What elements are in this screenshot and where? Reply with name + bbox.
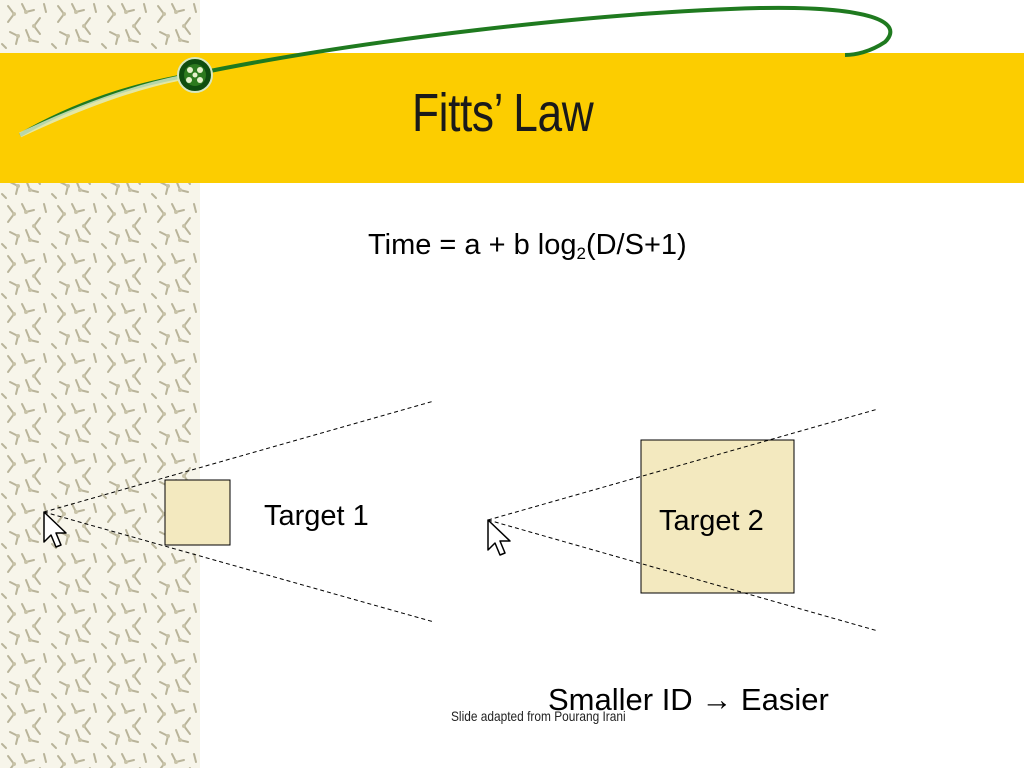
cone-line-upper-1 [43, 400, 435, 513]
target-2-label: Target 2 [659, 505, 764, 537]
credit-footnote: Slide adapted from Pourang Irani [451, 708, 626, 724]
formula-suffix: (D/S+1) [585, 229, 687, 261]
cone-line-lower-1 [43, 511, 435, 623]
target-1-label: Target 1 [264, 500, 369, 532]
fitts-formula: Time = a + b log2(D/S+1) [368, 229, 687, 264]
target-2-box [640, 439, 795, 594]
cursor-icon [43, 511, 67, 548]
title-band [0, 53, 1024, 183]
cursor-icon [487, 519, 511, 556]
swoosh-decoration [18, 5, 893, 138]
cone-line-upper-2 [487, 408, 879, 521]
cone-line-lower-2 [487, 519, 879, 632]
globe-icon [177, 57, 213, 93]
formula-prefix: Time = a + b log [368, 229, 577, 261]
conclusion-text: Smaller ID → Easier [548, 682, 829, 717]
target-1-box [164, 479, 231, 546]
formula-subscript: 2 [576, 244, 586, 263]
slide-title: Fitts’ Law [412, 83, 594, 143]
